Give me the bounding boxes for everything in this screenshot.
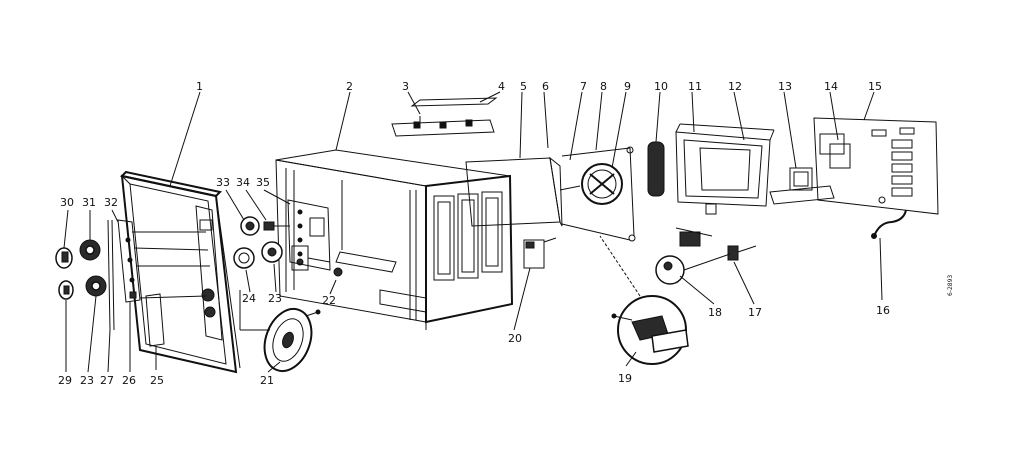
part-label-10: 10 [654,80,668,93]
part-label-25: 25 [150,374,164,387]
part-label-6: 6 [542,80,549,93]
part-label-15: 15 [868,80,882,93]
part-label-12: 12 [728,80,742,93]
part-3-bracket [391,116,495,137]
part-25-cover-plate [145,293,165,347]
part-1-front-panel [119,170,241,374]
part-21-speaker [263,308,321,372]
part-label-11: 11 [688,80,702,93]
part-label-27: 27 [100,374,114,387]
part-label-19: 19 [618,372,632,385]
part-label-18: 18 [708,306,722,319]
part-label-14: 14 [824,80,838,93]
part-31-knob [79,239,101,261]
part-24-knob [233,247,255,269]
part-4-top-strip [410,97,498,107]
part-23-knob [261,241,283,263]
part-11-chassis-frame [675,123,775,215]
part-label-16: 16 [876,304,890,317]
part-9-deflection-yoke [561,146,636,242]
part-label-22: 22 [322,294,336,307]
part-label-3: 3 [402,80,409,93]
part-label-4: 4 [498,80,505,93]
part-35-control-board [287,199,331,271]
part-label-23a: 23 [268,292,282,305]
part-17-connector [727,245,757,261]
part-label-34: 34 [236,176,250,189]
part-10-capacitor [647,141,665,197]
part-26-mounting-bracket [117,219,141,303]
part-19-tuner-assembly [599,235,689,365]
part-label-7: 7 [580,80,587,93]
part-15-circuit-board [813,117,939,215]
part-label-35: 35 [256,176,270,189]
part-label-23b: 23 [80,374,94,387]
part-label-31: 31 [82,196,96,209]
part-18-flyback-assembly [655,227,731,285]
part-34-shaft [263,221,290,231]
part-label-20: 20 [508,332,522,345]
part-label-33: 33 [216,176,230,189]
part-label-24: 24 [242,292,256,305]
part-2-cabinet [275,149,514,330]
part-label-5: 5 [520,80,527,93]
part-label-8: 8 [600,80,607,93]
part-16-wire-lead [871,209,907,239]
part-label-26: 26 [122,374,136,387]
part-23b-knob [85,275,107,297]
part-label-2: 2 [346,80,353,93]
part-label-32: 32 [104,196,118,209]
part-20-bracket [523,237,557,269]
part-label-1: 1 [196,80,203,93]
part-label-17: 17 [748,306,762,319]
part-30-knob [55,247,73,269]
part-label-30: 30 [60,196,74,209]
part-29-knob [58,280,74,300]
part-5-picture-tube [465,156,581,227]
part-label-9: 9 [624,80,631,93]
part-label-21: 21 [260,374,274,387]
part-labels: 1 2 3 4 5 6 7 8 9 10 11 12 13 14 15 16 1… [58,80,890,387]
part-27-rod [107,219,115,331]
part-33-knob [240,216,260,236]
part-label-13: 13 [778,80,792,93]
drawing-code: 6-2893 [947,275,954,296]
part-label-29: 29 [58,374,72,387]
part-22-bracket [291,245,343,277]
part-13-transformer [769,167,835,205]
